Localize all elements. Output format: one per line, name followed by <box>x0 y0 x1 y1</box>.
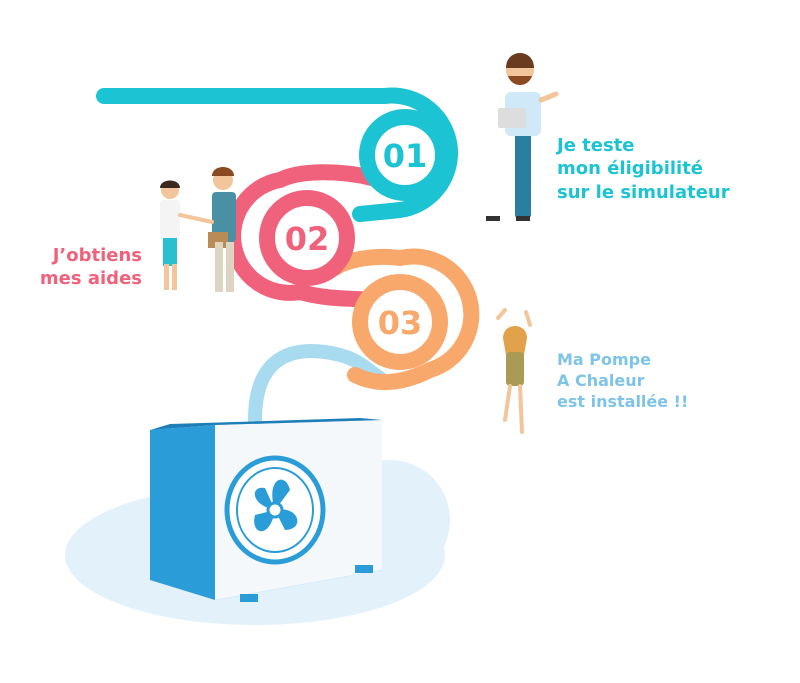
step-1-label-line: Je teste <box>557 135 635 156</box>
fan-icon <box>224 455 326 565</box>
step-3-label-line: Ma Pompe <box>557 350 651 369</box>
step-3-label-line: est installée !! <box>557 391 689 411</box>
step-3-label-line: A Chaleur <box>557 370 645 390</box>
step-2-badge: 02 <box>259 190 355 286</box>
step-3-badge: 03 <box>352 274 448 370</box>
pipe-step-3 <box>327 248 480 390</box>
step-1-label-line: sur le simulateur <box>557 181 730 203</box>
step-2-label: J’obtiens mes aides <box>30 244 142 291</box>
step-3-label: Ma Pompe A Chaleur est installée !! <box>557 350 688 412</box>
handshake-couple-icon <box>160 167 236 292</box>
step-2-label-line: mes aides <box>39 268 142 290</box>
step-3-number: 03 <box>378 304 423 342</box>
step-1-number: 01 <box>383 137 428 175</box>
jumping-woman-icon <box>496 308 532 434</box>
step-1-label-line: mon éligibilité <box>557 158 704 180</box>
step-2-number: 02 <box>285 220 330 258</box>
heat-pump-unit <box>150 418 382 602</box>
step-1-badge: 01 <box>359 109 451 201</box>
step-1-label: Je teste mon éligibilité sur le simulate… <box>557 134 730 204</box>
person-laptop-icon <box>486 53 559 221</box>
pipe-to-unit <box>248 344 387 427</box>
step-2-label-line: J’obtiens <box>52 245 142 266</box>
